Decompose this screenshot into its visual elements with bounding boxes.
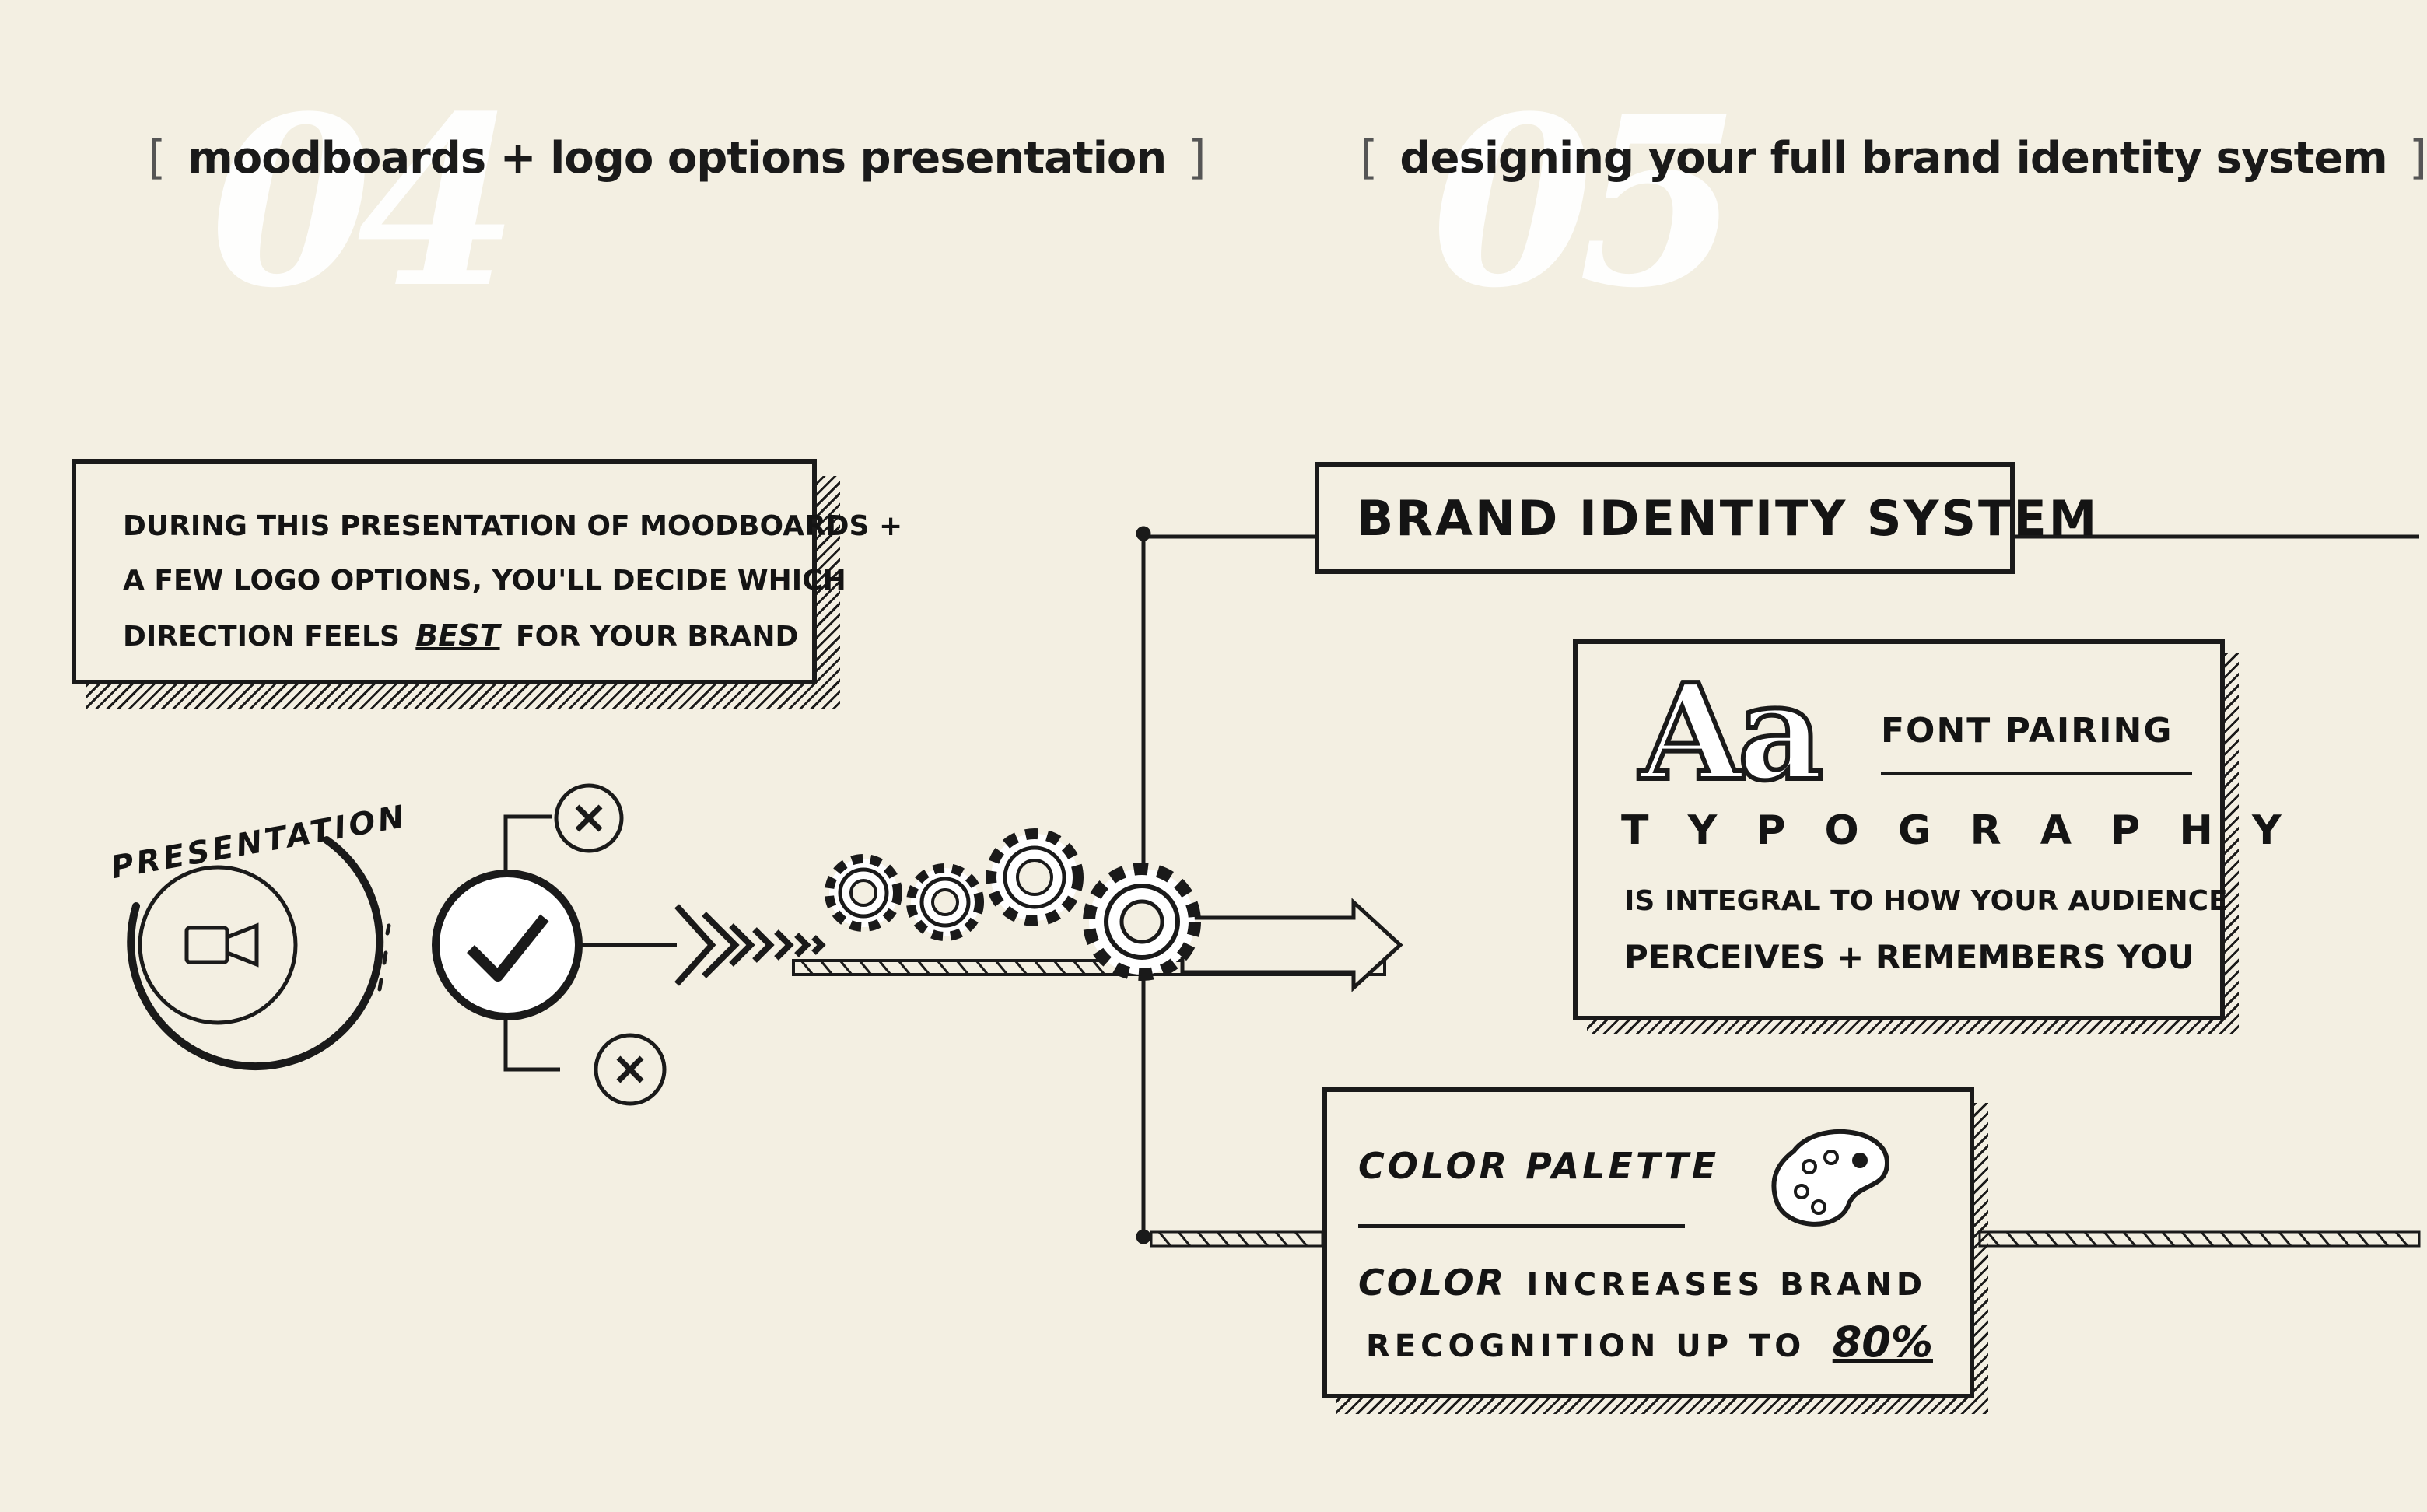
color-line-2: recognition up to 80% <box>1366 1318 1933 1367</box>
typography-glyph: Aa <box>1640 655 1819 810</box>
brand-system-title-box: Brand Identity System <box>1315 462 2015 574</box>
typography-line-1: is integral to how your audience <box>1624 885 2228 917</box>
color-palette-card: Color Palette Color increases brand reco… <box>1322 1087 1974 1398</box>
gear-icon-3 <box>991 834 1078 921</box>
color-line-1: Color increases brand <box>1358 1262 1927 1304</box>
gear-icon-2 <box>911 868 979 936</box>
typography-card: Aa Font Pairing T y p o g r a p h y is i… <box>1573 639 2225 1020</box>
paint-palette-icon <box>1763 1120 1903 1237</box>
color-palette-title: Color Palette <box>1358 1145 1719 1187</box>
font-pairing-underline <box>1881 772 2192 775</box>
video-camera-icon <box>187 926 257 964</box>
recognition-stat: 80% <box>1833 1318 1933 1367</box>
color-line-2-text: recognition up to <box>1366 1328 1805 1364</box>
check-circle-icon <box>436 873 579 1017</box>
typography-title: T y p o g r a p h y <box>1621 807 2289 854</box>
brand-system-title: Brand Identity System <box>1357 490 2099 547</box>
color-line-1-rest: increases brand <box>1527 1267 1928 1303</box>
gear-icon-1 <box>829 859 898 927</box>
font-pairing-label: Font Pairing <box>1881 711 2173 751</box>
color-emphasis: Color <box>1358 1262 1506 1304</box>
gear-icon-4 <box>1089 869 1195 975</box>
typography-line-2: perceives + remembers you <box>1624 938 2194 976</box>
color-palette-underline <box>1358 1224 1685 1228</box>
